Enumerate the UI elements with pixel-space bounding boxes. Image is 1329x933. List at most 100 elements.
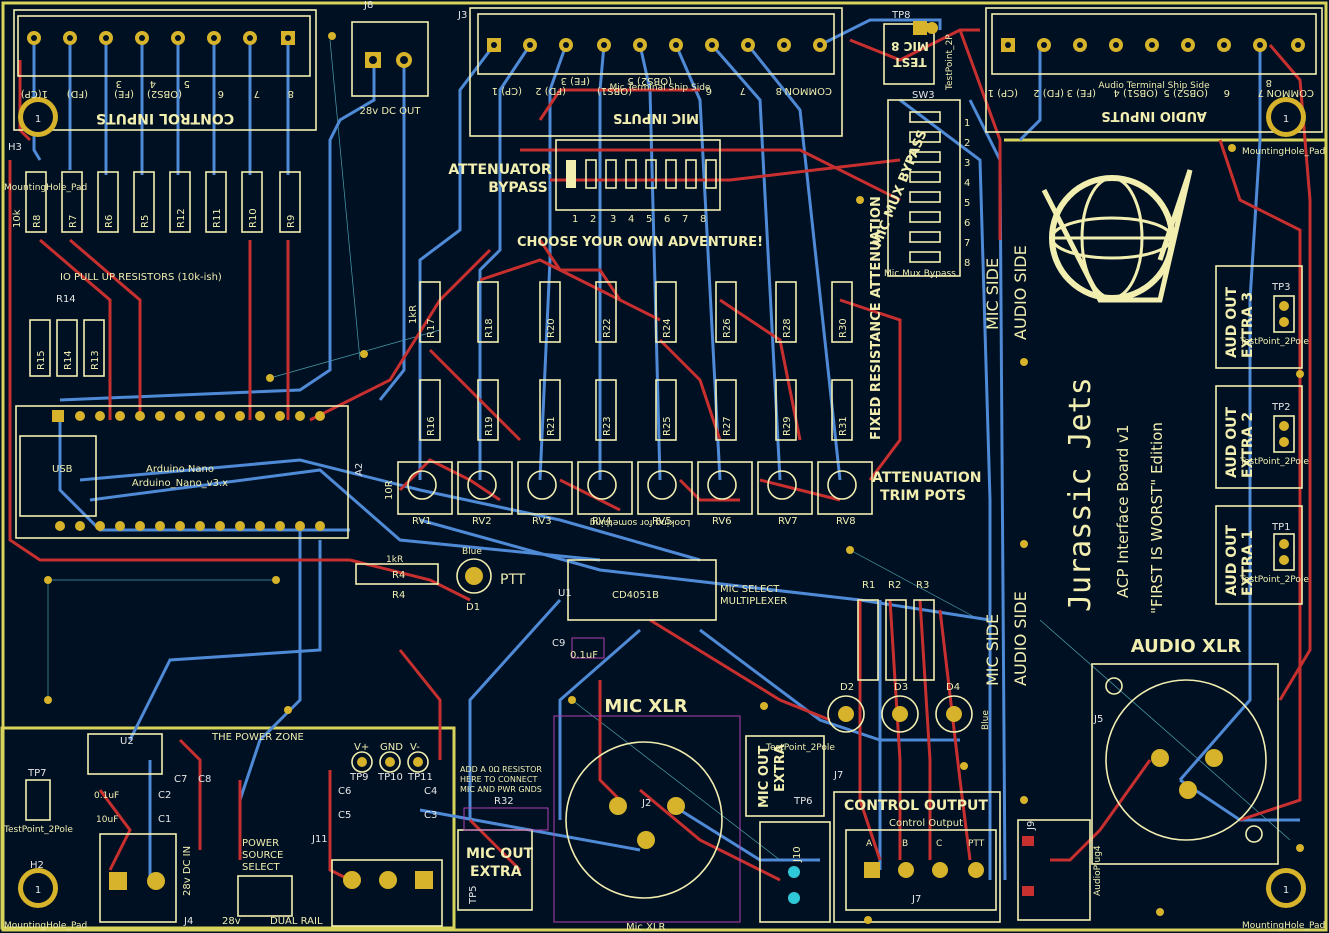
rv2: RV2 bbox=[472, 516, 492, 527]
j7-ref: J7 bbox=[833, 770, 843, 781]
mic-xlr-body bbox=[565, 741, 723, 899]
aud3-l1: AUD OUT bbox=[1224, 286, 1240, 358]
control-output-box bbox=[833, 791, 1001, 923]
ratsnest bbox=[47, 39, 1291, 861]
j9-ref: J9 bbox=[1026, 821, 1037, 831]
ci-pin-3: 3 bbox=[116, 78, 122, 89]
mi-pin-8: 8 bbox=[776, 85, 782, 96]
d4-ref: D4 bbox=[946, 682, 960, 693]
tp9-ref: TP9 bbox=[349, 772, 369, 783]
mic-out-r-l2: EXTRA bbox=[773, 744, 788, 792]
power-opt-28v: 28v bbox=[222, 916, 241, 927]
pu-r7: R7 bbox=[68, 215, 79, 228]
control-inputs-terminal bbox=[13, 9, 317, 131]
h1-num: 1 bbox=[35, 114, 41, 125]
tp5-ref: TP5 bbox=[468, 885, 479, 905]
fa-bot-1: R19 bbox=[484, 416, 495, 436]
fa-top-3: R22 bbox=[602, 318, 613, 338]
hole-label-bl: MountingHole_Pad bbox=[4, 921, 87, 931]
mi-pin-1: (CP) 1 bbox=[492, 85, 522, 96]
gnd-label: GND bbox=[380, 742, 403, 753]
dip-switch-toggles bbox=[566, 111, 941, 263]
hole-label-br: MountingHole_Pad bbox=[1242, 921, 1325, 931]
sw3-n2: 2 bbox=[964, 138, 970, 149]
trim-pots bbox=[397, 461, 873, 515]
co-pin-a: A bbox=[866, 839, 873, 849]
trim-title-1: ATTENUATION bbox=[872, 470, 982, 486]
cap-val-01: 0.1uF bbox=[94, 791, 119, 801]
trim-note: Looking for something bbox=[590, 517, 691, 527]
ai-pin-common: COMMON bbox=[1267, 87, 1314, 98]
tp1-silk: TestPoint_2Pole bbox=[1239, 575, 1309, 585]
arduino-ref: A2 bbox=[354, 463, 365, 476]
c9-cap bbox=[571, 637, 605, 659]
arduino-outline bbox=[15, 405, 349, 539]
h3-ref: H3 bbox=[8, 142, 22, 153]
ci-pin-5: 5 bbox=[184, 78, 190, 89]
sw3-n7: 7 bbox=[964, 238, 970, 249]
pullup-resistors bbox=[25, 171, 301, 377]
fa-top-5: R26 bbox=[722, 318, 733, 338]
board-edition: "FIRST IS WORST" Edition bbox=[1148, 422, 1166, 614]
r32-ref: R32 bbox=[494, 796, 514, 807]
power-select-header bbox=[237, 875, 293, 917]
r1-ref: R1 bbox=[862, 580, 875, 591]
control-output-title: CONTROL OUTPUT bbox=[844, 798, 988, 814]
fa-bot-4: R25 bbox=[662, 416, 673, 436]
audio-side-bottom: AUDIO SIDE bbox=[1011, 591, 1030, 686]
u2-ref: U2 bbox=[120, 736, 134, 747]
tp10-ref: TP10 bbox=[377, 772, 403, 783]
ai-pin-3: (FE) 3 bbox=[1067, 87, 1096, 98]
power-opt-dual: DUAL RAIL bbox=[270, 916, 323, 927]
sw3-n1: 1 bbox=[964, 118, 970, 129]
h2-num: 1 bbox=[35, 885, 41, 896]
h3-num: 1 bbox=[1283, 885, 1289, 896]
hole-label-tr: MountingHole_Pad bbox=[1242, 147, 1325, 157]
c8-ref: C8 bbox=[198, 774, 211, 785]
rv4: RV4 bbox=[592, 516, 612, 527]
control-output-ref: J7 bbox=[911, 894, 921, 905]
ci-pin-6: 6 bbox=[218, 88, 224, 99]
ci-pin-7: 7 bbox=[254, 88, 260, 99]
adventure-label: CHOOSE YOUR OWN ADVENTURE! bbox=[517, 235, 763, 250]
tp2-ref: TP2 bbox=[1271, 402, 1291, 413]
c4-ref: C4 bbox=[424, 786, 437, 797]
dc-out-terminal bbox=[351, 21, 429, 97]
rv6: RV6 bbox=[712, 516, 732, 527]
pu-r5: R5 bbox=[140, 215, 151, 228]
h2-ref: H2 bbox=[30, 860, 44, 871]
c3-ref: C3 bbox=[424, 810, 437, 821]
tp3-ref: TP3 bbox=[1271, 282, 1291, 293]
mux-label-1: MIC SELECT bbox=[720, 584, 780, 595]
h4-num: 1 bbox=[1283, 114, 1289, 125]
fa-top-4: R24 bbox=[662, 318, 673, 338]
ptt-label: PTT bbox=[500, 572, 526, 588]
r3-ref: R3 bbox=[916, 580, 929, 591]
r4-body bbox=[355, 563, 439, 585]
j9-silk: AudioPlug4 bbox=[1093, 845, 1103, 896]
mic-inputs-terminal bbox=[469, 7, 843, 137]
audio-xlr-ref: J5 bbox=[1093, 714, 1103, 725]
mux-chip-name: CD4051B bbox=[612, 590, 659, 601]
j9-jack bbox=[1017, 819, 1091, 921]
arduino-name: Arduino_Nano_v3.x bbox=[132, 478, 228, 489]
fa-top-2: R20 bbox=[546, 318, 557, 338]
sw1-n5: 5 bbox=[646, 214, 652, 225]
co-pin-c: C bbox=[936, 839, 942, 849]
d4-color: Blue bbox=[981, 710, 991, 730]
pu-r10: R10 bbox=[248, 208, 259, 228]
c9-value: 0.1uF bbox=[570, 650, 598, 661]
mic-out-extra-box-right bbox=[745, 735, 825, 817]
audio-terminal-silk: Audio Terminal Ship Side bbox=[1098, 81, 1210, 91]
c7-ref: C7 bbox=[174, 774, 187, 785]
audio-xlr-title: AUDIO XLR bbox=[1131, 636, 1242, 657]
c9-ref: C9 bbox=[552, 638, 565, 649]
ci-pin-1: 1(CP) bbox=[21, 88, 48, 99]
pu-r9: R9 bbox=[286, 215, 297, 228]
tp7-ref: TP7 bbox=[27, 768, 47, 779]
aud2-l2: EXTRA 2 bbox=[1240, 412, 1256, 478]
board-title: Jurassic Jets bbox=[1063, 377, 1098, 612]
vplus-label: V+ bbox=[354, 742, 369, 753]
